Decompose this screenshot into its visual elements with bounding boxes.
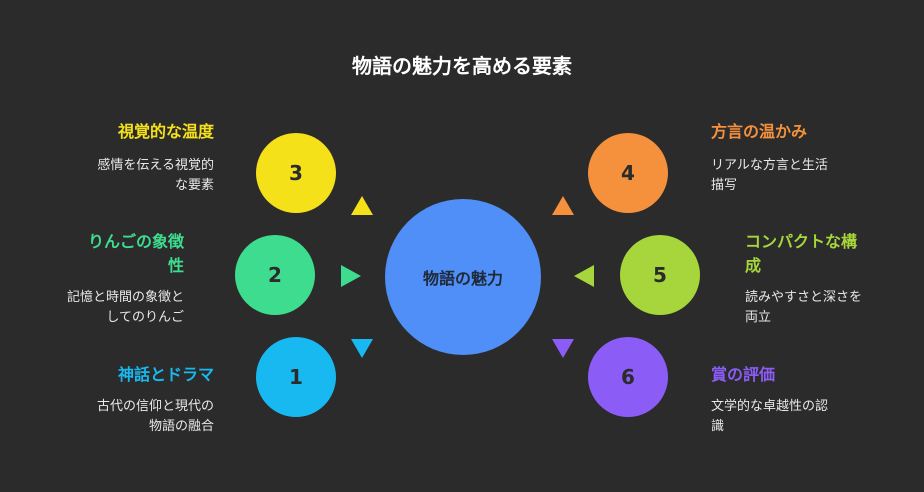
item-5-title-line: 成 [745, 256, 762, 275]
arrow-5-left-icon [574, 265, 594, 287]
item-5-desc: 読みやすさと深さを 両立 [745, 288, 905, 328]
arrow-6-down-icon [552, 339, 574, 358]
item-4-title: 方言の温かみ [711, 122, 808, 141]
node-2-circle: 2 [235, 235, 315, 315]
arrow-3-up-icon [351, 196, 373, 215]
item-6-desc: 文学的な卓越性の認 識 [711, 397, 911, 437]
item-3-title: 視覚的な温度 [117, 122, 214, 141]
item-1-desc-line: 物語の融合 [148, 419, 214, 434]
item-2-title-line: りんごの象徴 [87, 232, 184, 251]
center-label: 物語の魅力 [422, 269, 503, 288]
item-3-desc-line: な要素 [174, 178, 214, 193]
item-1-desc: 古代の信仰と現代の 物語の融合 [14, 397, 214, 437]
node-4-circle: 4 [588, 133, 668, 213]
node-2-number: 2 [268, 263, 282, 287]
item-2-desc: 記憶と時間の象徴と してのりんご [0, 288, 184, 328]
item-2-desc-line: してのりんご [106, 310, 184, 325]
item-1-title: 神話とドラマ [117, 365, 214, 384]
item-4-desc: リアルな方言と生活 描写 [711, 156, 911, 196]
node-4-number: 4 [621, 161, 635, 185]
item-5-title-line: コンパクトな構 [745, 232, 858, 251]
item-2-title-line: 性 [167, 256, 184, 275]
diagram-title: 物語の魅力を高める要素 [352, 54, 572, 78]
item-6-desc-line: 文学的な卓越性の認 [711, 399, 829, 414]
node-1-number: 1 [289, 365, 303, 389]
item-5-desc-line: 読みやすさと深さを [745, 290, 863, 305]
center-circle: 物語の魅力 [385, 199, 541, 355]
node-5-circle: 5 [620, 235, 700, 315]
item-4-desc-line: リアルな方言と生活 [711, 158, 828, 173]
item-2-desc-line: 記憶と時間の象徴と [66, 290, 184, 305]
node-5-number: 5 [653, 263, 667, 287]
arrow-4-up-icon [552, 196, 574, 215]
node-3-circle: 3 [256, 133, 336, 213]
item-3-desc: 感情を伝える視覚的 な要素 [14, 156, 214, 196]
item-6-desc-line: 識 [711, 419, 725, 434]
item-5-title: コンパクトな構 成 [745, 230, 905, 278]
arrow-1-down-icon [351, 339, 373, 358]
item-1-desc-line: 古代の信仰と現代の [96, 399, 214, 414]
node-6-circle: 6 [588, 337, 668, 417]
item-5-desc-line: 両立 [745, 310, 772, 325]
node-6-number: 6 [621, 365, 635, 389]
item-3-desc-line: 感情を伝える視覚的 [97, 158, 214, 173]
item-6-title: 賞の評価 [711, 365, 776, 384]
node-1-circle: 1 [256, 337, 336, 417]
item-4-desc-line: 描写 [711, 178, 738, 193]
node-3-number: 3 [289, 161, 303, 185]
item-2-title: りんごの象徴 性 [14, 230, 184, 278]
arrow-2-right-icon [341, 265, 361, 287]
